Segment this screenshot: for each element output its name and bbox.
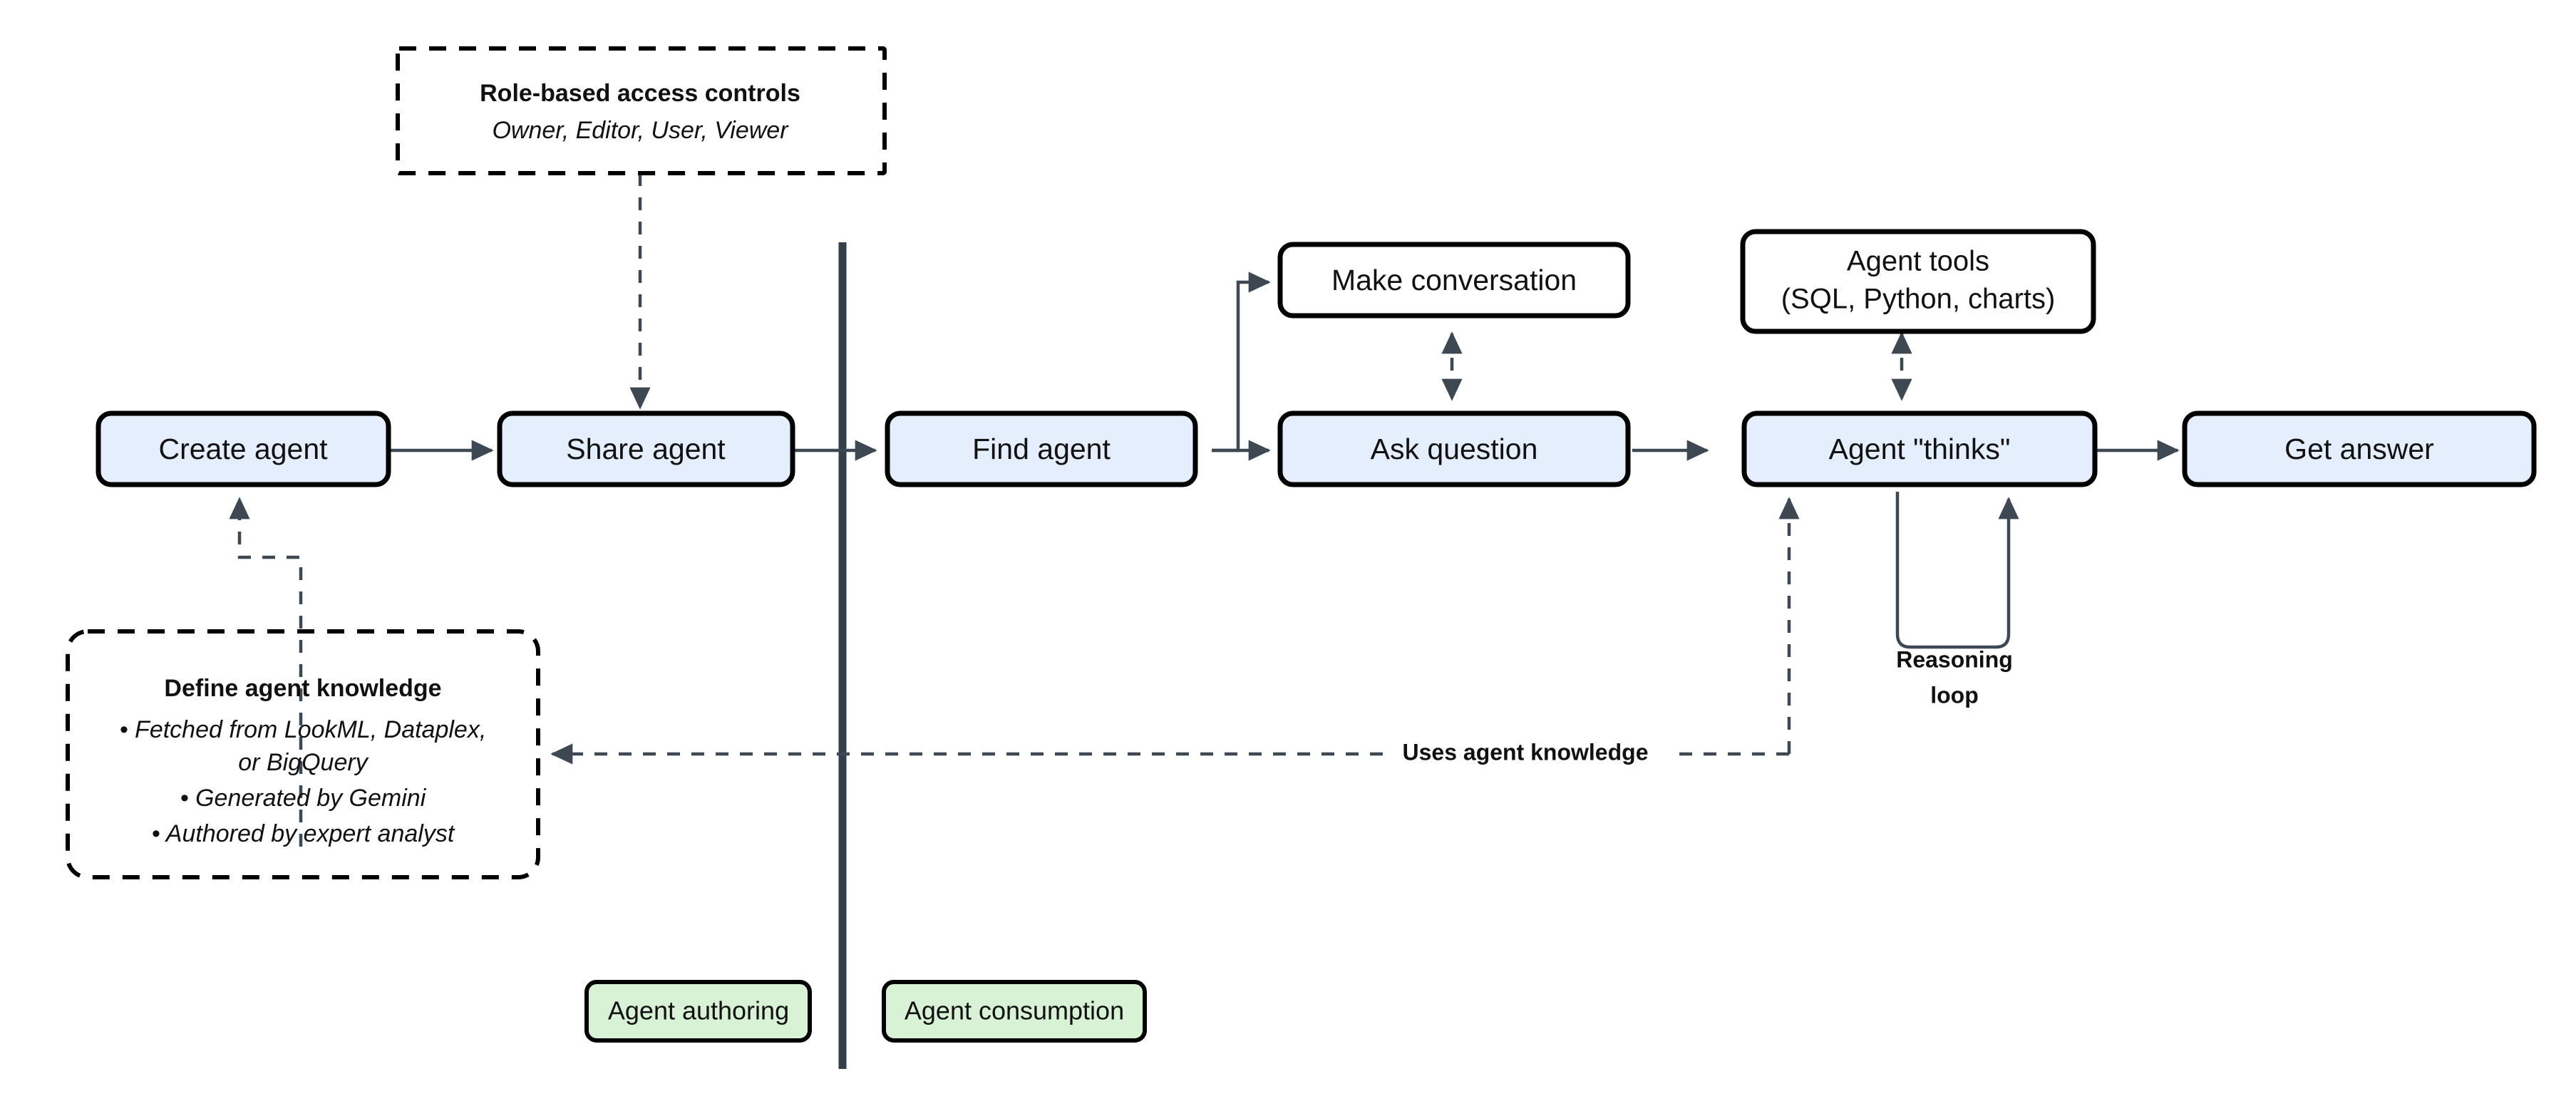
connector-find-to-make-conversation [1212,272,1271,453]
node-ask-question[interactable] [1277,410,1631,487]
node-agent-thinks[interactable] [1741,410,2098,487]
rbac-roles: Owner, Editor, User, Viewer [492,117,789,144]
knowledge-bullet-1: • Fetched from LookML, Dataplex, [120,716,487,743]
knowledge-title: Define agent knowledge [164,675,441,702]
node-find-agent-label: Find agent [972,433,1111,465]
node-make-conversation-label: Make conversation [1331,264,1577,296]
legend-agent-consumption[interactable] [882,980,1147,1043]
reasoning-loop-label-line2: loop [1930,682,1979,708]
node-agent-thinks-label: Agent "thinks" [1829,433,2011,465]
node-create-agent[interactable] [96,410,391,487]
legend-agent-authoring-label: Agent authoring [608,996,789,1025]
legend-agent-consumption-label: Agent consumption [905,996,1124,1025]
legend-agent-authoring[interactable] [584,980,812,1043]
rbac-title: Role-based access controls [480,80,800,107]
knowledge-bullet-2: • Generated by Gemini [180,785,427,812]
node-agent-tools[interactable] [1740,229,2096,334]
node-agent-tools-label-line2: (SQL, Python, charts) [1781,284,2056,315]
node-make-conversation[interactable] [1277,242,1631,319]
node-get-answer[interactable] [2182,410,2537,487]
rbac-annotation-box [396,46,887,175]
uses-agent-knowledge-label-bg [1383,737,1668,771]
knowledge-annotation-box [66,629,540,879]
knowledge-bullet-3: • Authored by expert analyst [152,820,455,847]
node-find-agent[interactable] [885,410,1198,487]
node-ask-question-label: Ask question [1371,433,1538,465]
node-share-agent[interactable] [497,410,795,487]
node-get-answer-label: Get answer [2284,433,2434,465]
node-create-agent-label: Create agent [158,433,328,465]
reasoning-loop-label-line1: Reasoning [1896,646,2013,672]
node-agent-tools-label-line1: Agent tools [1847,246,1989,277]
knowledge-bullet-1-cont: or BigQuery [238,749,369,776]
connector-knowledge-to-create [229,497,303,847]
connector-reasoning-loop [1895,492,2019,649]
uses-agent-knowledge-label: Uses agent knowledge [1403,739,1649,765]
node-share-agent-label: Share agent [566,433,726,465]
